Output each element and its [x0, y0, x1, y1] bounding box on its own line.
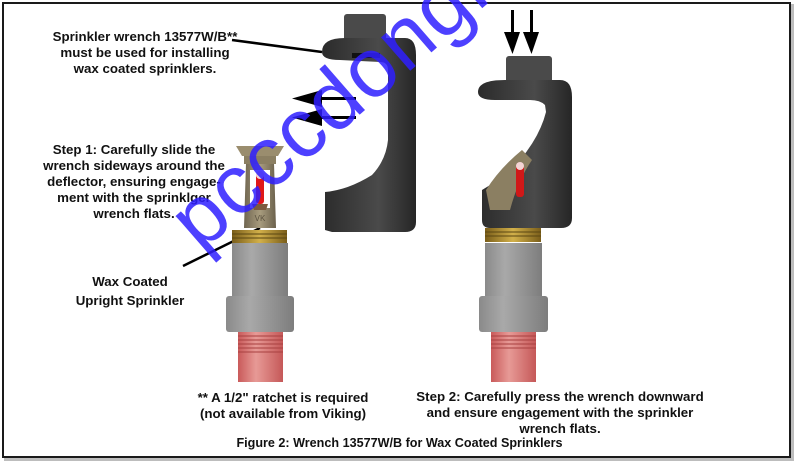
step1-line: deflector, ensuring engage-	[47, 174, 221, 189]
sprinkler-left: VK	[226, 146, 294, 382]
step1-line: Step 1: Carefully slide the	[52, 142, 216, 157]
step2-instructions: Step 2: Carefully press the wrench downw…	[400, 389, 720, 437]
step1-line: wrench sideways around the	[43, 158, 225, 173]
step2-line: Step 2: Carefully press the wrench downw…	[416, 389, 704, 404]
step2-line: wrench flats.	[519, 421, 601, 436]
sprinkler-label-line: Upright Sprinkler	[75, 293, 185, 308]
wrench-note: Sprinkler wrench 13577W/B** must be used…	[20, 29, 270, 77]
wrench-left	[322, 14, 416, 232]
arrow-left-icon	[292, 90, 356, 126]
sprinkler-label: Wax Coated Upright Sprinkler	[70, 272, 190, 310]
step2-line: and ensure engagement with the sprinkler	[426, 405, 694, 420]
sprinkler-right	[479, 228, 548, 382]
sprinkler-label-line: Wax Coated	[92, 274, 168, 289]
wrench-note-line: Sprinkler wrench 13577W/B**	[52, 29, 238, 44]
ratchet-note-line: ** A 1/2" ratchet is required	[197, 390, 369, 405]
ratchet-note: ** A 1/2" ratchet is required (not avail…	[178, 390, 388, 422]
step1-line: ment with the sprinklger	[57, 190, 211, 205]
arrow-down-icon	[504, 10, 539, 54]
sprinkler-marking: VK	[255, 214, 266, 223]
figure-caption: Figure 2: Wrench 13577W/B for Wax Coated…	[236, 436, 563, 450]
wrench-note-line: must be used for installing	[60, 45, 230, 60]
frame-shadow	[791, 4, 794, 461]
wrench-right	[478, 56, 572, 228]
step1-line: wrench flats.	[93, 206, 175, 221]
frame-shadow	[4, 458, 794, 461]
wrench-note-line: wax coated sprinklers.	[73, 61, 217, 76]
ratchet-note-line: (not available from Viking)	[200, 406, 366, 421]
leader-line	[231, 38, 323, 54]
step1-instructions: Step 1: Carefully slide the wrench sidew…	[30, 142, 238, 222]
